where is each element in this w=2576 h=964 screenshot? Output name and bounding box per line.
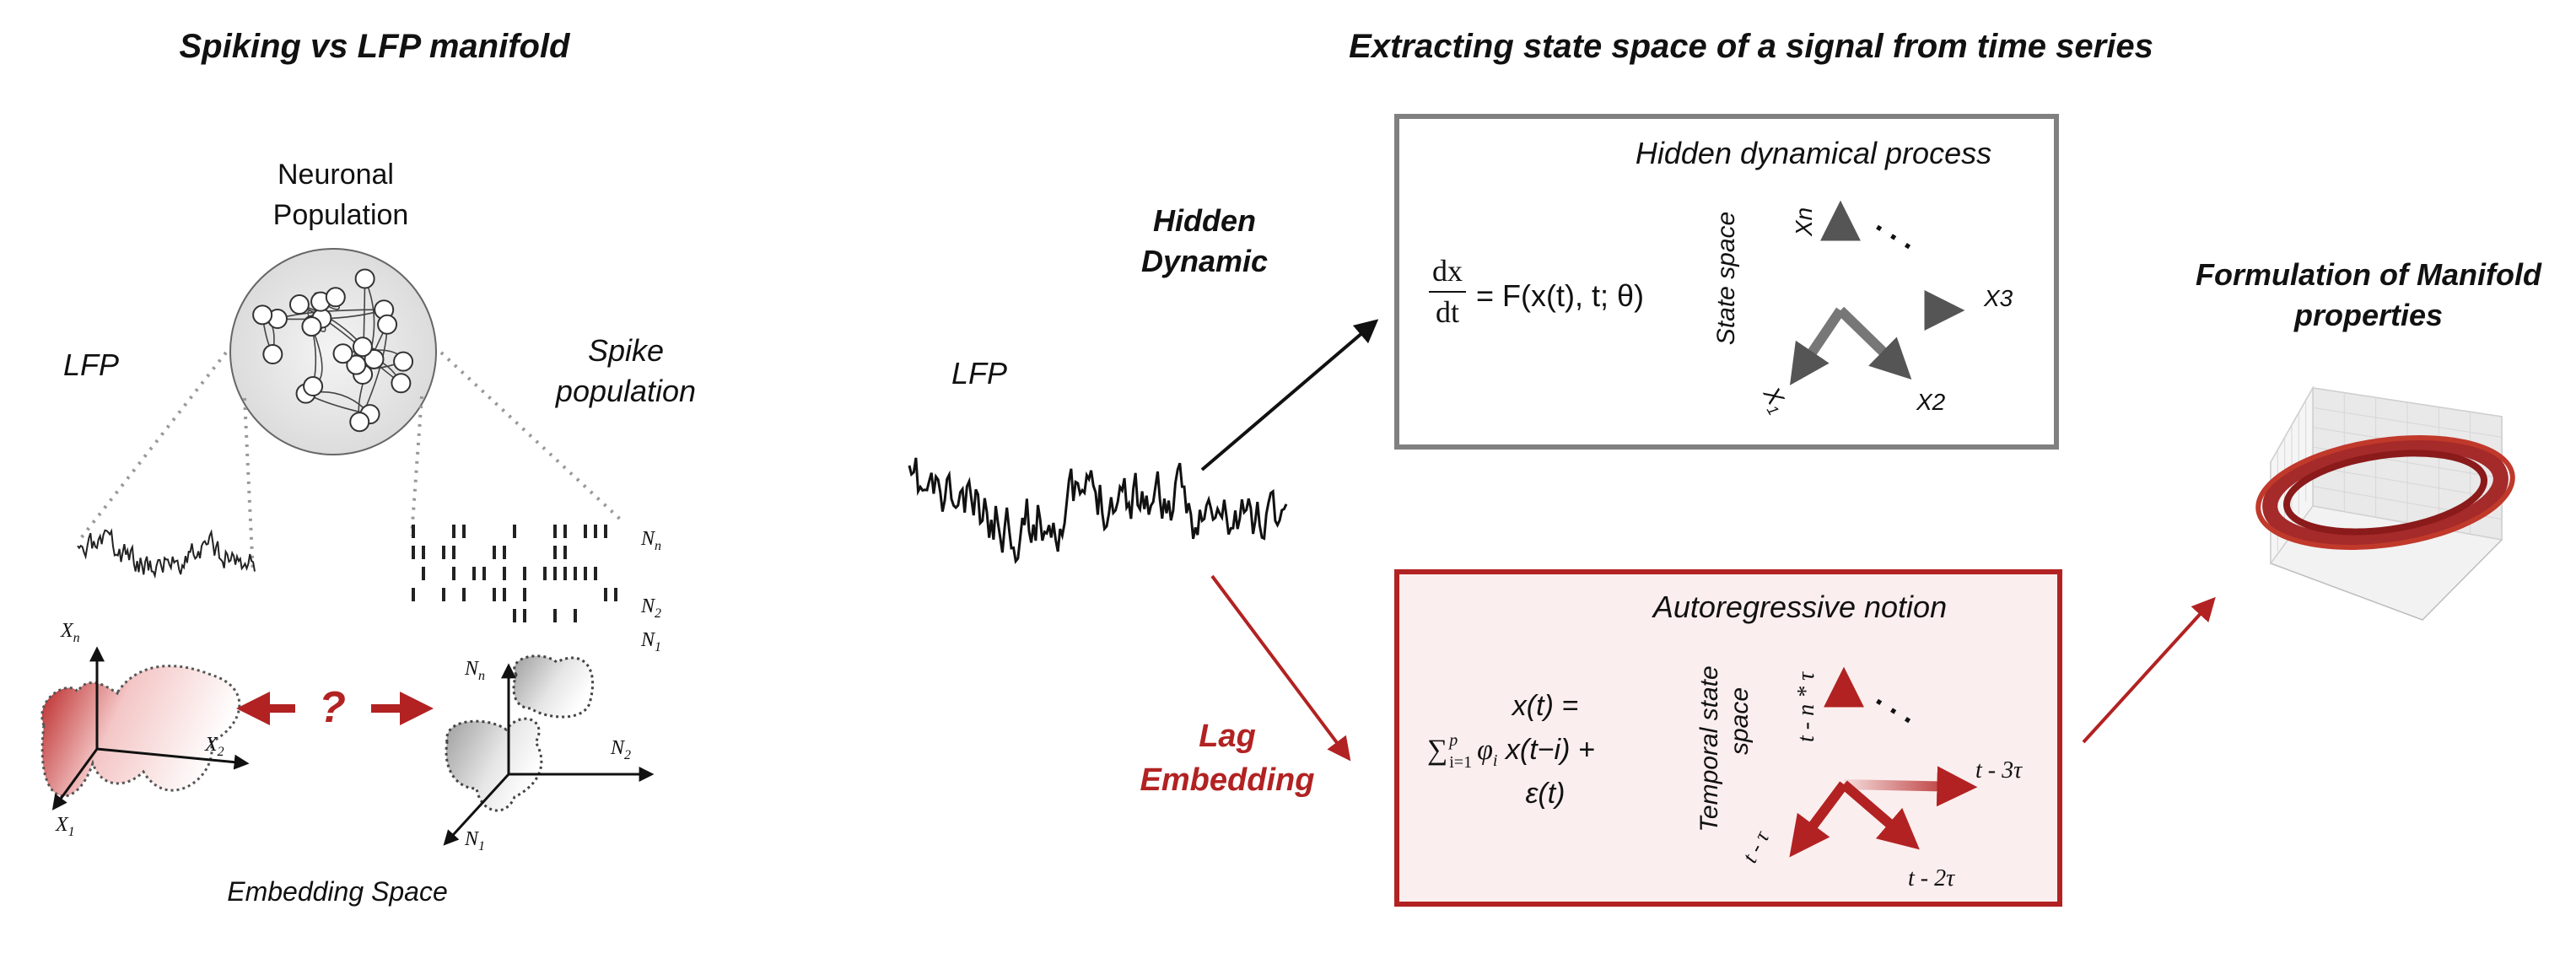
- hidden-eq-denominator: dt: [1436, 295, 1459, 329]
- spike-axis-z-label: N1: [464, 828, 485, 854]
- raster-label-nn: Nn: [640, 528, 661, 553]
- hidden-axis-down-right-label: X2: [1916, 389, 1946, 415]
- hidden-dynamic-label-line1: Hidden: [1153, 203, 1256, 238]
- raster-label-n2: N2: [640, 595, 661, 621]
- torus-manifold: [2255, 435, 2515, 550]
- spike-label-line2: population: [555, 374, 696, 408]
- torus-inner-band: [2282, 450, 2488, 536]
- neuron-node: [346, 354, 367, 375]
- torus-rim: [2255, 435, 2515, 550]
- hidden-process-title: Hidden dynamical process: [1636, 136, 1991, 170]
- spike-embedding-blob-bottom: [445, 717, 543, 812]
- lfp-axis-x: [96, 747, 250, 770]
- hidden-axis-right-label: X3: [1983, 285, 2013, 311]
- neuron-node: [377, 314, 398, 335]
- lfp-cone-line-left: [79, 351, 228, 540]
- ar-eq-line3: ε(t): [1525, 778, 1565, 810]
- temporal-axis-down-right-label: t - 2τ: [1908, 865, 1955, 891]
- hidden-axis-down-right: [1836, 306, 1912, 380]
- temporal-state-caption-line1: Temporal state: [1695, 665, 1723, 832]
- left-lfp-label: LFP: [63, 347, 119, 382]
- raster-label-n1: N1: [640, 629, 661, 654]
- lfp-embedding-blob: [40, 665, 241, 798]
- spike-axis-y-label: Nn: [464, 658, 485, 683]
- neuron-node: [349, 412, 370, 433]
- lfp-axis-z: [51, 748, 99, 811]
- ar-eq-line1: x(t) =: [1511, 690, 1578, 722]
- temporal-axis-up-label: t - n * τ: [1793, 671, 1819, 742]
- neuron-node: [393, 351, 414, 372]
- manifold-label-line1: Formulation of Manifold: [2196, 257, 2542, 292]
- state-space-caption: State space: [1712, 212, 1740, 345]
- right-panel-title: Extracting state space of a signal from …: [1349, 28, 2153, 65]
- temporal-axis-right: [1843, 766, 1978, 807]
- right-lfp-trace: [908, 457, 1288, 564]
- lag-embedding-label-line1: Lag: [1199, 719, 1256, 754]
- spike-axis-z: [443, 773, 510, 846]
- neuron-node: [252, 304, 273, 326]
- population-label-line1: Neuronal: [278, 159, 394, 191]
- hidden-eq-numerator: dx: [1432, 254, 1463, 288]
- manifold-arrow: [2082, 596, 2216, 744]
- torus-outer-band: [2262, 436, 2509, 549]
- right-lfp-label: LFP: [951, 356, 1007, 390]
- neuron-node: [354, 268, 375, 289]
- population-label-line2: Population: [273, 199, 409, 231]
- left-lfp-trace: [77, 528, 256, 579]
- lfp-axis-y-label: Xn: [60, 620, 80, 645]
- spike-axis-x-label: N2: [610, 737, 631, 762]
- temporal-state-caption-line2: space: [1726, 687, 1754, 755]
- temporal-axis-right-label: t - 3τ: [1975, 757, 2023, 784]
- hidden-axis-up-label: Xn: [1791, 207, 1817, 237]
- hidden-dynamic-label-line2: Dynamic: [1141, 244, 1268, 278]
- lag-embedding-label-line2: Embedding: [1140, 762, 1315, 798]
- neuron-node: [303, 376, 324, 397]
- lfp-cone-line-right: [243, 397, 255, 574]
- hidden-axis-down-left: [1789, 307, 1845, 385]
- spike-label-line1: Spike: [588, 333, 664, 368]
- neuron-node: [301, 316, 322, 337]
- lfp-axis-x-label: X2: [204, 734, 224, 759]
- neuron-node: [288, 294, 310, 315]
- autoregressive-box: [1394, 569, 2062, 907]
- neuron-node: [262, 344, 283, 365]
- neuron-node: [325, 287, 346, 308]
- hidden-process-box: [1394, 114, 2059, 450]
- neuron-node: [352, 337, 373, 358]
- question-mark: ?: [319, 683, 346, 732]
- temporal-axis-down-left: [1789, 781, 1848, 858]
- embedding-space-label: Embedding Space: [227, 876, 448, 907]
- spike-embedding-blob-top: [512, 654, 595, 719]
- neuron-node: [391, 373, 412, 394]
- lag-embedding-arrow: [1210, 574, 1351, 762]
- autoregressive-title: Autoregressive notion: [1652, 590, 1947, 624]
- lfp-axis-z-label: X1: [55, 814, 75, 839]
- spike-raster: [412, 525, 617, 622]
- hidden-eq-rhs: = F(x(t), t; θ): [1476, 278, 1644, 313]
- manifold-label-line2: properties: [2293, 298, 2443, 332]
- hidden-dynamic-arrow: [1200, 319, 1379, 471]
- neuron-network: [252, 268, 414, 433]
- left-panel-title: Spiking vs LFP manifold: [179, 28, 571, 65]
- temporal-axis-down-right: [1840, 780, 1920, 850]
- neuron-node: [364, 348, 385, 369]
- neuron-node: [332, 343, 353, 364]
